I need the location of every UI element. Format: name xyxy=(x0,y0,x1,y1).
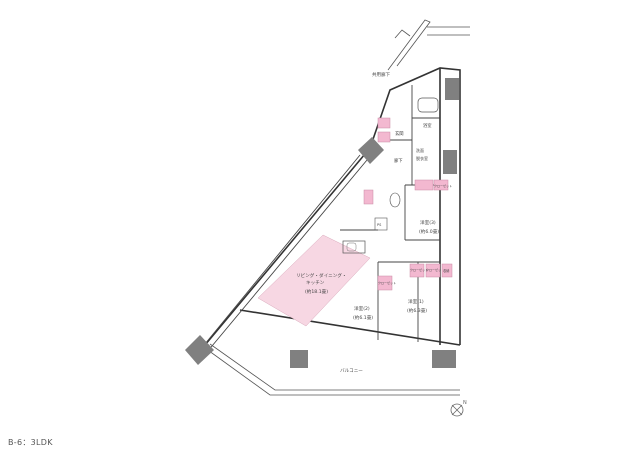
room2-area: (約6.1畳) xyxy=(353,314,373,321)
closet-label-2: クローゼット xyxy=(426,267,444,272)
north-label: N xyxy=(463,400,467,406)
pantry-box xyxy=(374,217,388,231)
entrance-label: 玄関 xyxy=(395,130,404,137)
closet-label-1: クローゼット xyxy=(410,267,428,272)
room2-label: 洋室(2) xyxy=(354,305,370,312)
hall-storage xyxy=(363,189,374,205)
toilet xyxy=(389,192,401,208)
shared-corridor xyxy=(387,19,470,71)
washroom-detail-label: 脱衣室 xyxy=(416,155,428,161)
wash-closet xyxy=(433,179,449,191)
balcony xyxy=(204,343,460,396)
north-compass-icon: N xyxy=(450,400,467,417)
kitchen-counter xyxy=(342,240,366,254)
plan-caption: B-6：3LDK xyxy=(8,438,53,447)
kitchen-sink xyxy=(346,242,357,252)
room1-area: (約6.3畳) xyxy=(407,307,427,314)
ldk-area xyxy=(257,234,371,327)
room1-closet-a xyxy=(409,263,425,278)
columns xyxy=(185,78,459,368)
room1-closet-b xyxy=(425,263,441,278)
closet-label-3: クローゼット xyxy=(378,280,396,285)
room1-label: 洋室(1) xyxy=(408,298,424,305)
outer-slanted-wall xyxy=(199,154,368,353)
wash-storage xyxy=(414,179,434,191)
pantry-label: PS xyxy=(377,223,382,227)
bathroom-label: 浴室 xyxy=(423,122,432,129)
closet-short-label: 収納 xyxy=(443,268,449,273)
washroom-label: 洗面 xyxy=(416,147,424,153)
corridor-label: 共用廊下 xyxy=(372,71,390,78)
room2-closet xyxy=(377,275,393,291)
room1-storage xyxy=(441,263,453,278)
ldk-label-2: キッチン xyxy=(306,280,325,286)
ldk-label-1: リビング・ダイニング・ xyxy=(296,272,347,279)
bathtub xyxy=(417,97,439,113)
balcony-label: バルコニー xyxy=(340,368,363,374)
closet-label-wash: クローゼット xyxy=(434,183,452,188)
room3-area: (約6.0畳) xyxy=(419,228,439,235)
entrance-storage-1 xyxy=(377,117,391,129)
room3-label: 洋室(3) xyxy=(420,219,436,226)
interior-partitions xyxy=(340,85,440,342)
hallway-label: 廊下 xyxy=(394,157,403,164)
entrance-storage-2 xyxy=(377,131,391,143)
ldk-area-label: (約18.1畳) xyxy=(305,288,328,295)
unit-walls xyxy=(204,67,461,346)
